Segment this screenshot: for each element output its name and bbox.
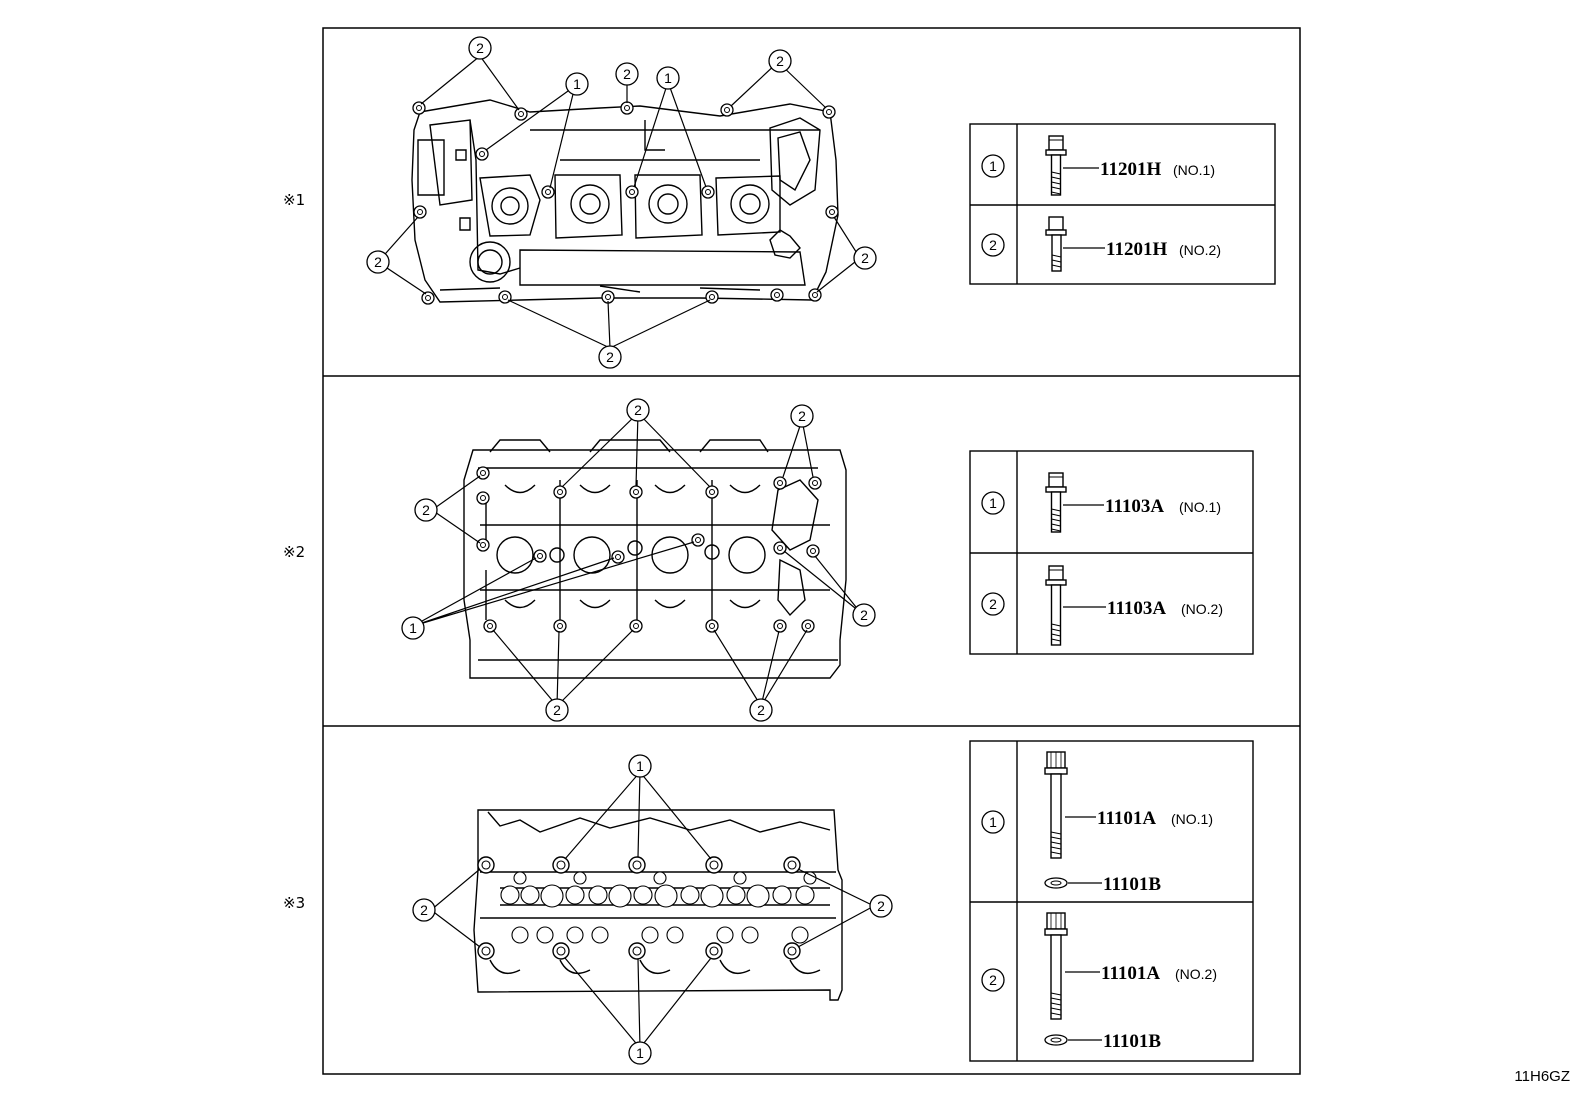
callout-2: 2 [757,702,765,718]
legend-callout: 2 [989,972,997,988]
part-note: (NO.1) [1179,499,1221,515]
callout-2: 2 [798,408,806,424]
washer-icon [1044,1034,1068,1046]
section-3-illustration [473,809,843,1001]
section-2-legend-row-1: 1 11103A (NO.1) [981,472,1221,533]
callout-1: 1 [409,620,417,636]
callout-2: 2 [606,349,614,365]
callout-2: 2 [476,40,484,56]
part-note: (NO.2) [1175,966,1217,982]
part-number: 11103A [1107,598,1166,619]
part-number: 11201H [1100,159,1161,180]
callout-2: 2 [776,53,784,69]
section-2-callouts: 2 2 2 1 2 2 2 [401,398,876,722]
bolt-icon [1045,135,1067,196]
section-1-legend [969,123,1276,285]
callout-2: 2 [420,902,428,918]
callout-2: 2 [374,254,382,270]
section-3-legend-row-2: 2 11101A (NO.2) 11101B [981,912,1217,1052]
outer-frame [322,27,1301,1075]
legend-callout: 1 [989,814,997,830]
washer-icon [1044,877,1068,889]
callout-2: 2 [422,502,430,518]
section-2-legend-row-2: 2 11103A (NO.2) [981,565,1223,646]
section-3-legend-row-1: 1 11101A (NO.1) 11101B [981,751,1213,895]
callout-1: 1 [664,70,672,86]
bolt-icon [1045,472,1067,533]
callout-2: 2 [861,250,869,266]
callout-2: 2 [553,702,561,718]
part-note: (NO.2) [1179,242,1221,258]
section-1-mark: ※1 [283,191,306,209]
section-2-bolt-holes [476,466,822,633]
section-1-legend-row-2: 2 11201H (NO.2) [981,216,1221,272]
callout-2: 2 [877,898,885,914]
section-1-illustration [411,99,839,303]
section-2-mark: ※2 [283,543,306,561]
bolt-icon [1045,216,1067,272]
part-number: 11101A [1097,808,1156,829]
diagram-id: 11H6GZ [1514,1068,1570,1085]
washer-part-number: 11101B [1103,1031,1161,1052]
section-3-leader-lines [430,771,875,1049]
section-1-legend-row-1: 1 11201H (NO.1) [981,135,1215,196]
part-note: (NO.2) [1181,601,1223,617]
bolt-icon [1044,751,1068,859]
legend-callout: 2 [989,596,997,612]
section-1-callouts: 2 1 2 1 2 2 2 2 [366,36,877,369]
section-2-leader-lines [412,412,861,707]
legend-callout: 1 [989,158,997,174]
callout-2: 2 [623,66,631,82]
part-number: 11103A [1105,496,1164,517]
washer-part-number: 11101B [1103,874,1161,895]
legend-callout: 2 [989,237,997,253]
section-3-mark: ※3 [283,894,306,912]
callout-1: 1 [573,76,581,92]
bolt-icon [1044,912,1068,1020]
bolt-icon [1045,565,1067,646]
part-number: 11101A [1101,963,1160,984]
callout-2: 2 [860,607,868,623]
part-note: (NO.1) [1173,162,1215,178]
section-3-legend [969,740,1254,1062]
section-2-legend [969,450,1254,655]
section-3-callouts: 1 2 2 1 [412,754,893,1065]
part-note: (NO.1) [1171,811,1213,827]
callout-1: 1 [636,758,644,774]
callout-2: 2 [634,402,642,418]
section-1-leader-lines [377,55,861,349]
section-2-illustration [463,439,847,679]
callout-1: 1 [636,1045,644,1061]
legend-callout: 1 [989,495,997,511]
section-3-valve-ports [500,871,817,944]
part-number: 11201H [1106,239,1167,260]
